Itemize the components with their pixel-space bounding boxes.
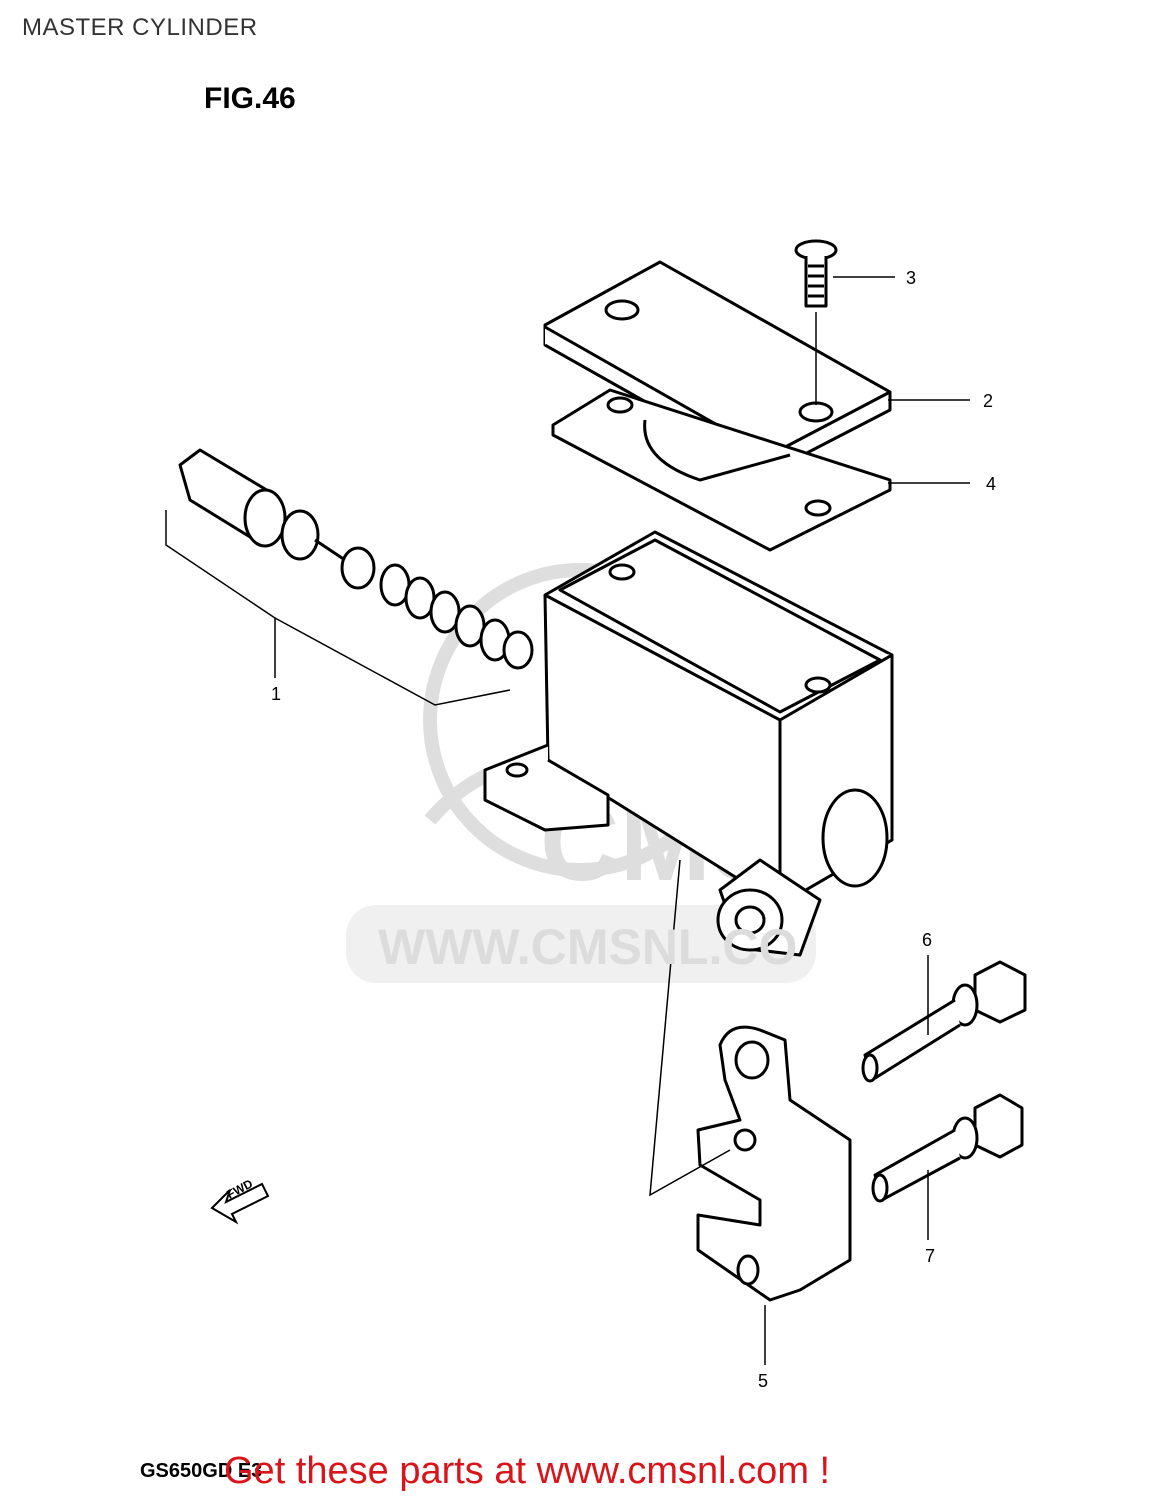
part-label-7: 7 bbox=[925, 1246, 936, 1266]
model-code: GS650GD E3 bbox=[140, 1460, 263, 1482]
part-label-3: 3 bbox=[906, 268, 917, 288]
figure-number: FIG.46 bbox=[204, 82, 296, 115]
handlebar-clamp bbox=[696, 1025, 852, 1302]
clamp-bolt-upper bbox=[861, 960, 1027, 1083]
page-title: MASTER CYLINDER bbox=[22, 14, 258, 41]
piston-assembly bbox=[178, 448, 534, 670]
leader-lines bbox=[165, 276, 970, 1365]
part-label-5: 5 bbox=[758, 1371, 769, 1391]
part-label-1: 1 bbox=[271, 684, 282, 704]
part-label-6: 6 bbox=[922, 930, 933, 950]
clamp-bolt-lower bbox=[871, 1093, 1024, 1203]
watermark-text: WWW.CMSNL.CO bbox=[378, 919, 798, 975]
cap-screw bbox=[794, 239, 838, 308]
part-label-4: 4 bbox=[986, 474, 997, 494]
cta-link[interactable]: Get these parts at www.cmsnl.com ! bbox=[224, 1450, 831, 1492]
master-cylinder-body bbox=[483, 530, 894, 957]
watermark-band bbox=[346, 905, 816, 983]
part-label-2: 2 bbox=[983, 391, 994, 411]
forward-arrow-icon bbox=[210, 1182, 270, 1225]
diaphragm bbox=[551, 388, 892, 552]
